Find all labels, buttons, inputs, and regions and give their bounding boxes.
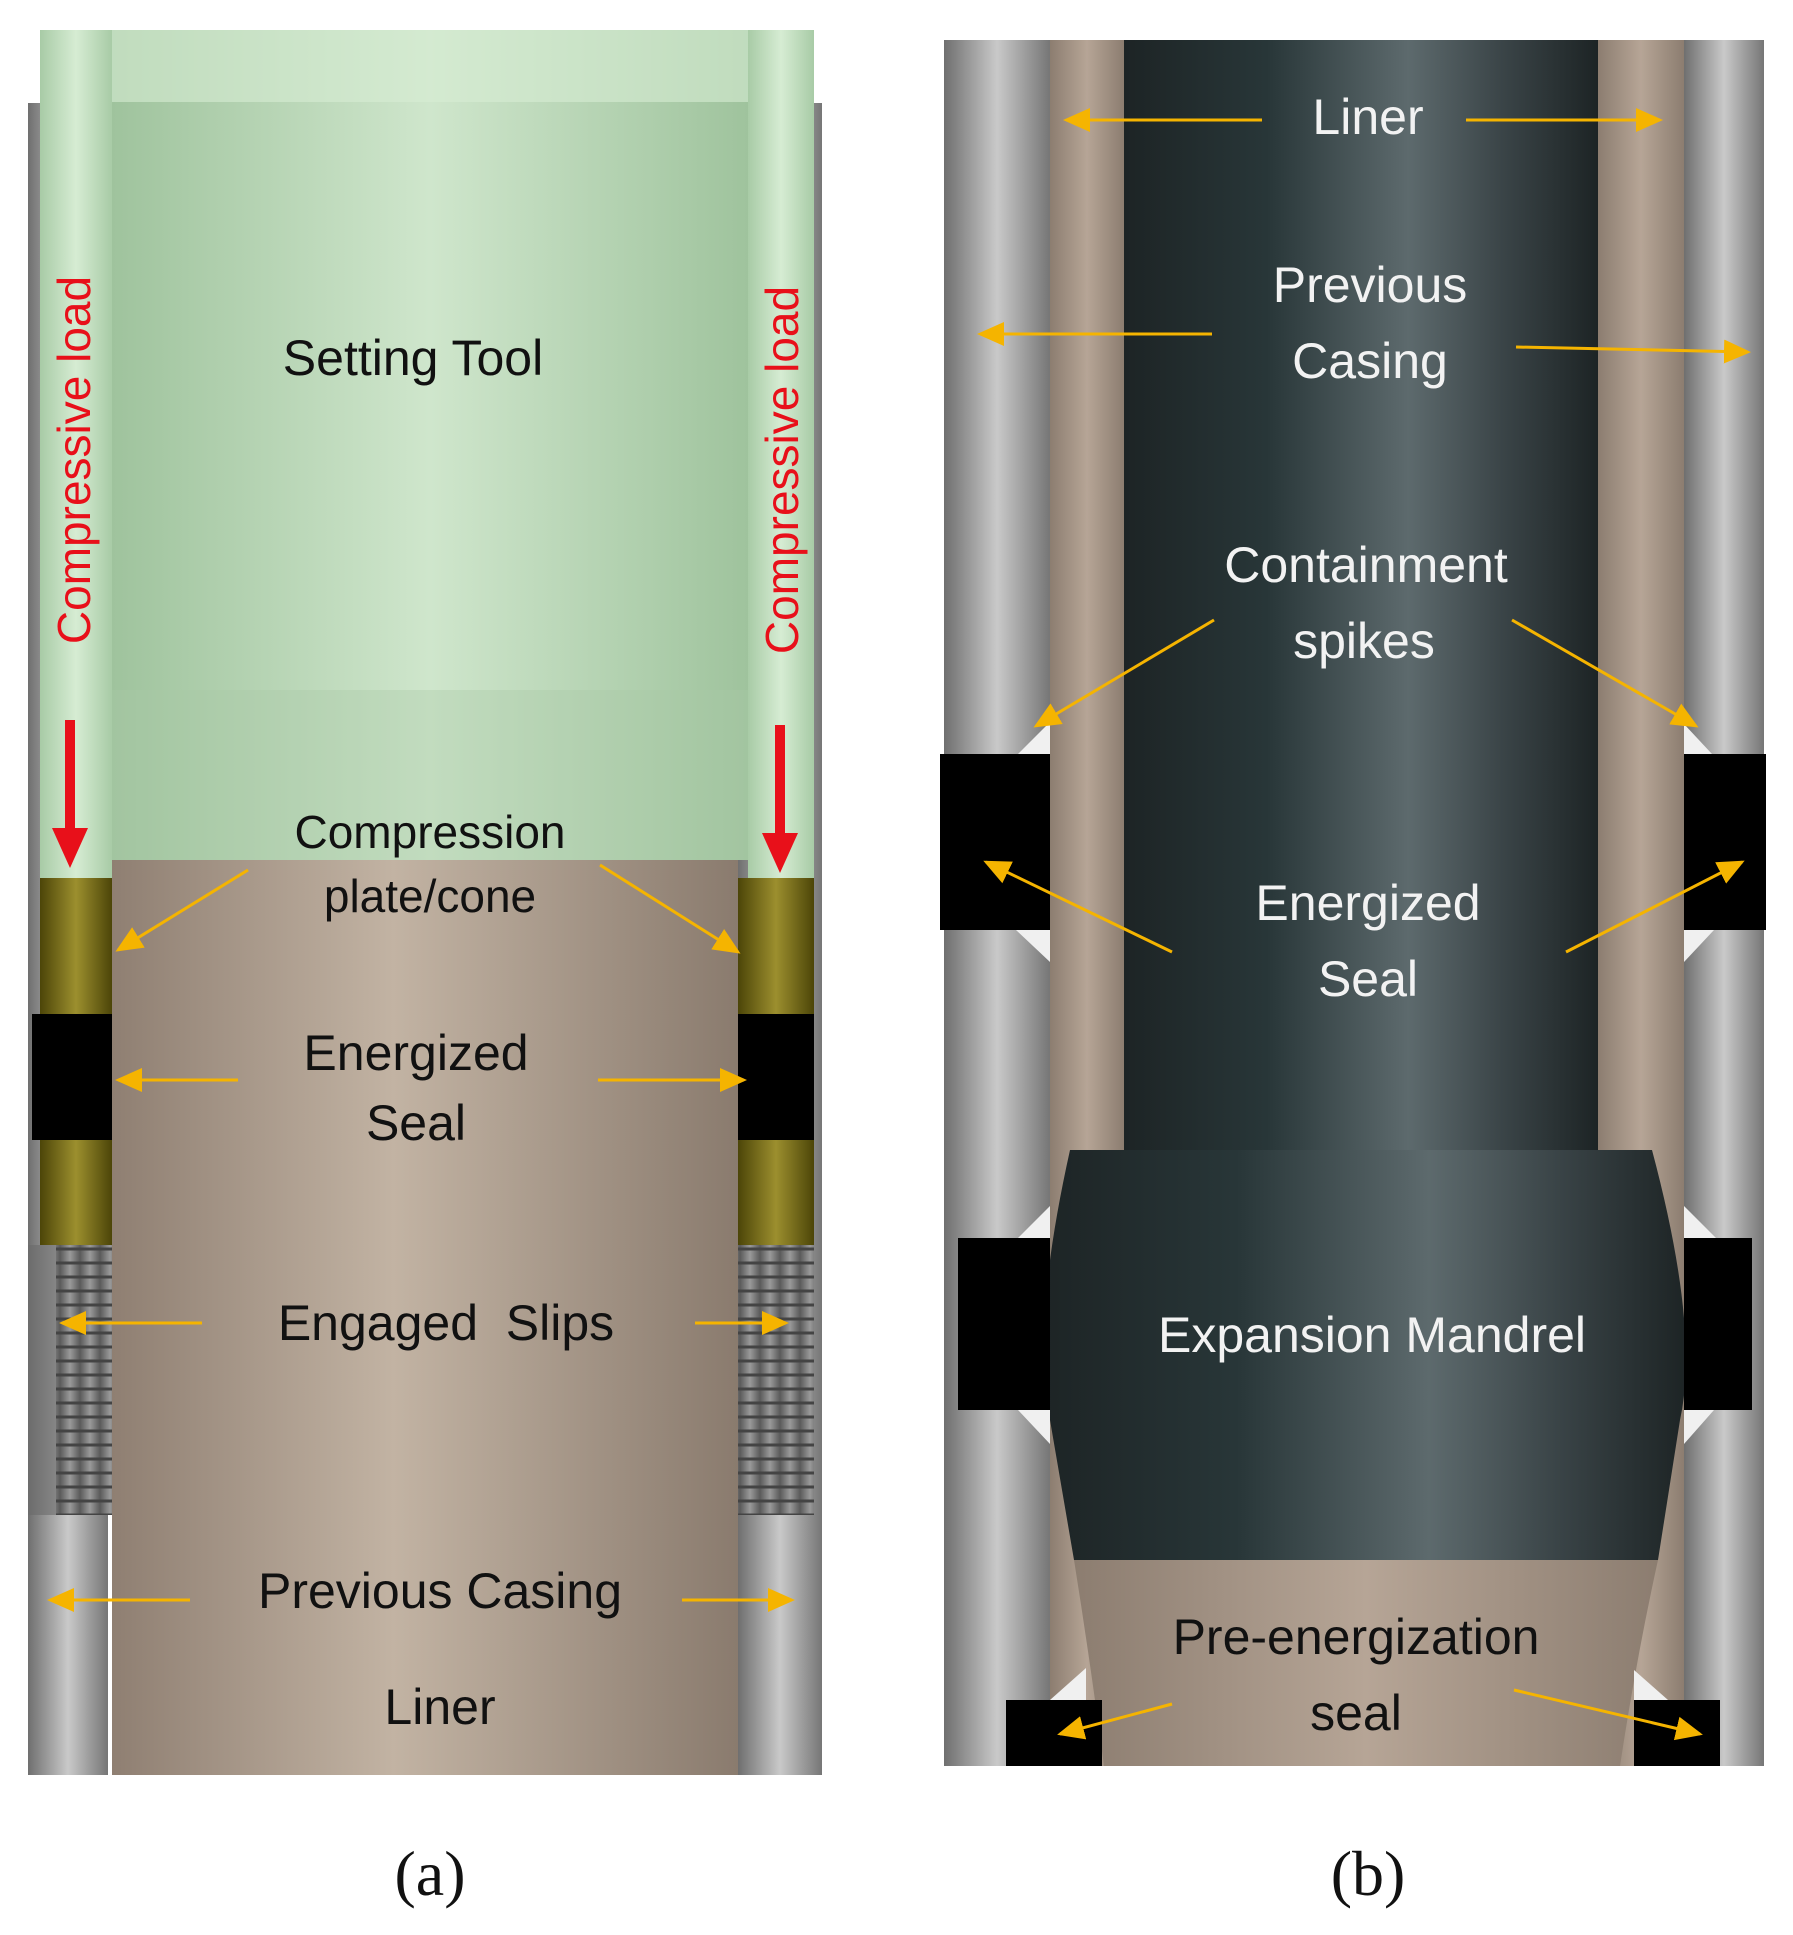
liner-b-label: Liner [1312, 89, 1423, 145]
setting-tool-left-strip [40, 30, 112, 878]
pre-energization-label-line2: seal [1310, 1685, 1402, 1741]
arrow-pre-energization-left [1057, 1702, 1173, 1740]
arrow-seal-b-left [983, 860, 1173, 954]
panel-a: Compressive load Compressive load Settin… [28, 30, 822, 1909]
expansion-mandrel-label: Expansion Mandrel [1158, 1307, 1586, 1363]
energized-seal-a-label-line2: Seal [366, 1095, 466, 1151]
compressive-load-left-label: Compressive load [48, 276, 100, 644]
panel-b-caption: (b) [1331, 1838, 1406, 1909]
arrow-seal-b-right [1565, 860, 1745, 954]
slip-left [56, 1245, 112, 1515]
arrow-spikes-right [1511, 618, 1699, 728]
containment-spikes-label-line1: Containment [1224, 537, 1508, 593]
panel-b-arrows [977, 108, 1751, 1741]
compression-ring-right [738, 878, 814, 1014]
previous-casing-a-label: Previous Casing [258, 1563, 622, 1619]
arrow-pre-energization-right [1513, 1688, 1703, 1741]
arrow-spikes-left [1033, 618, 1215, 728]
panel-a-arrows [47, 863, 795, 1612]
compression-plate-label-line1: Compression [295, 806, 566, 858]
setting-tool-body [112, 30, 748, 860]
panel-b: Liner Previous Casing Containment spikes… [940, 40, 1766, 1909]
containment-spikes-label-line2: spikes [1293, 613, 1435, 669]
energized-seal-b-right [1684, 754, 1766, 930]
mandrel-seal-right [1684, 1238, 1752, 1410]
engaged-slips-label: Engaged Slips [278, 1295, 614, 1351]
energized-seal-left [32, 1014, 112, 1140]
pre-energization-liner [1074, 1560, 1658, 1766]
compression-plate-label-line2: plate/cone [324, 870, 536, 922]
lower-ring-right [738, 1140, 814, 1245]
compression-ring-left [40, 878, 112, 1014]
load-arrow-right [762, 725, 798, 873]
energized-seal-a-label-line1: Energized [303, 1025, 528, 1081]
setting-tool-label: Setting Tool [283, 330, 543, 386]
arrow-compression-left [115, 868, 249, 952]
previous-casing-b-label-line2: Casing [1292, 333, 1448, 389]
pre-energization-label-line1: Pre-energization [1173, 1609, 1540, 1665]
expansion-mandrel [1043, 1150, 1686, 1560]
panel-a-caption: (a) [394, 1838, 465, 1909]
slip-right [738, 1245, 814, 1515]
liner-body [112, 860, 738, 1775]
pre-energization-seal-right [1634, 1700, 1720, 1766]
inner-pipe [1124, 40, 1598, 1150]
pre-energization-seal-left [1006, 1700, 1102, 1766]
energized-seal-right [738, 1014, 814, 1140]
energized-seal-b-label-line2: Seal [1318, 951, 1418, 1007]
lower-ring-left [40, 1140, 112, 1245]
energized-seal-b-left [940, 754, 1050, 930]
previous-casing-b-label-line1: Previous [1273, 257, 1468, 313]
containment-spikes [1016, 722, 1716, 1700]
compressive-load-right-label: Compressive load [756, 286, 808, 654]
arrow-compression-right [599, 863, 741, 954]
arrow-casing-b-right [1515, 339, 1751, 364]
load-arrow-left [52, 720, 88, 868]
liner-a-label: Liner [384, 1679, 495, 1735]
energized-seal-b-label-line1: Energized [1255, 875, 1480, 931]
mandrel-seal-left [958, 1238, 1050, 1410]
